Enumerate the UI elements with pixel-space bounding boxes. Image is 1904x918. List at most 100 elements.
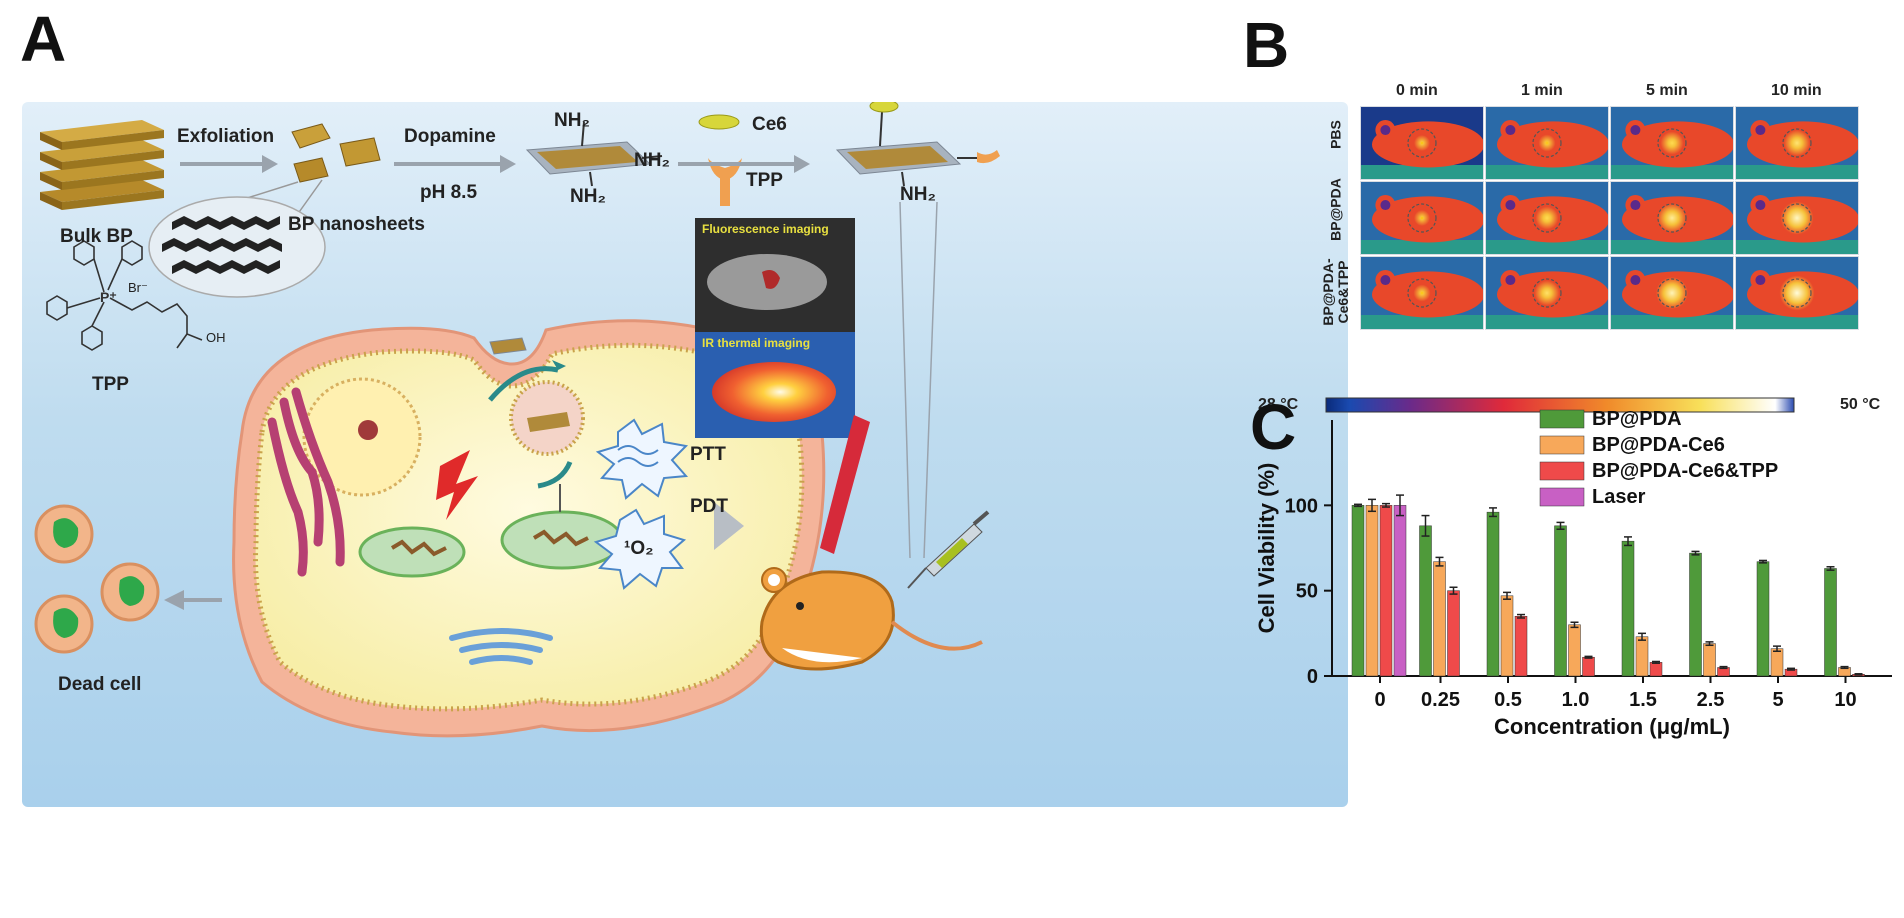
singlet-oxygen-label: ¹O₂ [624,538,654,559]
laser-beam [820,415,870,554]
bar-bp-pda-ce6 [1500,595,1514,677]
bar-bp-pda-ce6-tpp [1649,662,1663,677]
bar-bp-pda [1351,505,1365,677]
bar-laser [1393,505,1407,677]
exfoliation-label: Exfoliation [177,126,275,147]
thermal-image-cell [1485,106,1609,180]
y-tick-label: 50 [1296,581,1318,603]
bar-bp-pda [1486,511,1500,677]
ptt-burst [595,418,689,500]
bar-bp-pda-ce6 [1433,561,1446,677]
bar-bp-pda-ce6 [1365,505,1379,677]
bar-bp-pda-ce6-tpp [1447,590,1460,677]
dead-cells [34,504,160,654]
thermal-image-cell [1610,106,1734,180]
legend-label: BP@PDA-Ce6&TPP [1592,460,1778,482]
x-tick-label: 2.5 [1697,689,1725,711]
thermal-image-cell [1360,106,1484,180]
time-header: 0 min [1396,82,1438,99]
tpp-reagent-label: TPP [746,170,783,191]
legend-label: Laser [1592,486,1646,508]
legend-swatch [1539,461,1585,481]
nucleolus [358,420,378,440]
colorbar-min-label: 28 °C [1258,396,1299,413]
y-tick-label: 100 [1285,495,1318,517]
dopamine-label: Dopamine [404,126,496,147]
x-tick-label: 0.25 [1421,689,1460,711]
bar-bp-pda [1824,568,1837,677]
bar-bp-pda [1756,561,1770,677]
syringe [907,510,990,589]
thermal-image-cell [1360,256,1484,330]
golgi-apparatus [449,628,553,665]
pdt-label: PDT [690,496,728,517]
fluorescence-imaging-label: Fluorescence imaging [702,222,829,236]
y-tick-label: 0 [1307,666,1318,688]
nh2-bottom-label: NH₂ [570,186,606,207]
bar-bp-pda [1419,525,1432,677]
dead-cell-label: Dead cell [58,674,142,695]
x-axis-label: Concentration (μg/mL) [1494,714,1730,739]
conjugation-arrow [678,162,798,166]
bromide-label: Br⁻ [128,280,148,295]
dopamine-arrowhead [500,155,516,173]
bar-bp-pda-ce6 [1568,624,1581,677]
endoplasmic-reticulum [267,387,345,577]
legend-swatch [1539,435,1585,455]
tpp-structure-label: TPP [92,374,129,395]
internalization-arrow [488,366,559,402]
conjugation-arrowhead [794,155,810,173]
x-tick-label: 1.5 [1629,689,1657,711]
bp-pda-sheet [525,121,663,187]
exfoliation-arrowhead [262,155,278,173]
ir-thermal-imaging-label: IR thermal imaging [702,336,811,350]
dopamine-arrow [394,162,504,166]
ph-label: pH 8.5 [420,182,478,203]
thermal-image-cell [1735,256,1859,330]
bar-bp-pda-ce6 [1635,636,1649,677]
bulk-bp-stack [40,120,164,210]
ce6-molecule [698,114,740,130]
x-tick-label: 0 [1374,689,1385,711]
ce6-label: Ce6 [752,114,787,135]
row-label: BP@PDA [1327,178,1344,241]
bar-bp-pda-ce6-tpp [1514,616,1528,677]
row-label: BP@PDA-Ce6&TPP [1320,258,1351,326]
legend-swatch [1539,409,1585,429]
row-label: PBS [1327,120,1344,149]
panel-c-letter: C [1250,391,1297,463]
thermal-image-cell [1485,181,1609,255]
ptt-label: PTT [690,444,726,465]
thermal-image-cell [1735,181,1859,255]
svg-text:P⁺: P⁺ [100,289,117,305]
panel-b-letter: B [1243,9,1290,81]
functionalized-product [835,102,1000,187]
y-axis-label: Cell Viability (%) [1254,463,1279,634]
x-tick-label: 1.0 [1562,689,1590,711]
bp-nanosheets-label: BP nanosheets [288,214,425,235]
thermal-image-cell [1485,256,1609,330]
time-header: 5 min [1646,82,1688,99]
bar-bp-pda [1554,525,1567,677]
time-header: 1 min [1521,82,1563,99]
hydroxyl-label: OH [206,330,226,345]
thermal-image-cell [1610,256,1734,330]
bulk-bp-label: Bulk BP [60,226,133,247]
x-tick-label: 0.5 [1494,689,1522,711]
nh2-product-label: NH₂ [900,184,936,205]
tpp-molecule [708,158,742,206]
tpp-chemical-structure [46,240,203,351]
legend-swatch [1539,487,1585,507]
schematic-panel: P⁺ [22,102,1348,807]
thermal-image-cell [1360,181,1484,255]
thermal-image-cell [1610,181,1734,255]
pdt-burst [593,508,687,590]
panel-a-letter: A [20,3,67,75]
bar-bp-pda [1689,552,1702,677]
bar-bp-pda [1621,540,1635,677]
x-tick-label: 5 [1772,689,1783,711]
bar-bp-pda-ce6 [1703,643,1716,677]
x-tick-label: 10 [1834,689,1856,711]
